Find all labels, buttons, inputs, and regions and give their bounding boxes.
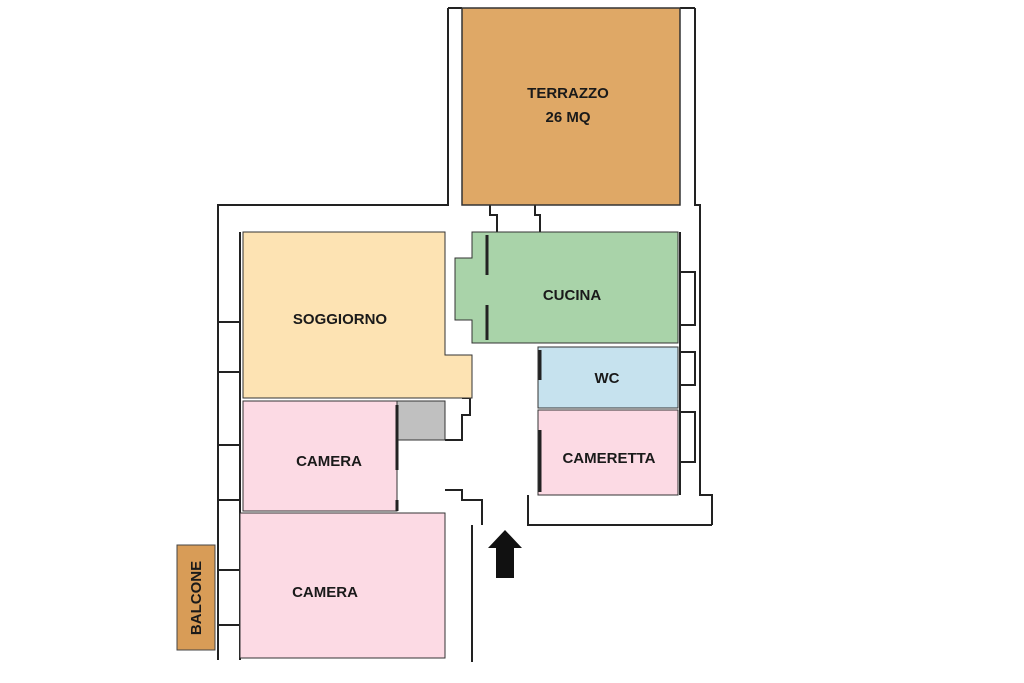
room-soggiorno xyxy=(242,231,473,399)
camera-1-label: CAMERA xyxy=(296,453,362,470)
entrance-arrow-up-icon xyxy=(488,530,522,578)
room-cameretta xyxy=(537,409,679,496)
room-camera-1 xyxy=(242,400,398,512)
camera-2-label: CAMERA xyxy=(292,584,358,601)
balcone-label: BALCONE xyxy=(188,561,205,635)
room-ripostiglio xyxy=(396,400,446,441)
terrazzo-area: 26 MQ xyxy=(545,109,590,126)
terrazzo-label: TERRAZZO xyxy=(527,85,609,102)
room-cucina xyxy=(454,231,679,344)
wc-label: WC xyxy=(595,370,620,387)
soggiorno-label: SOGGIORNO xyxy=(293,311,388,328)
balcone xyxy=(176,544,216,651)
cameretta-label: CAMERETTA xyxy=(562,450,655,467)
cucina-label: CUCINA xyxy=(543,287,601,304)
doors xyxy=(395,235,542,511)
room-wc xyxy=(537,346,679,409)
room-camera-2 xyxy=(239,512,446,659)
room-terrazzo xyxy=(461,7,681,206)
